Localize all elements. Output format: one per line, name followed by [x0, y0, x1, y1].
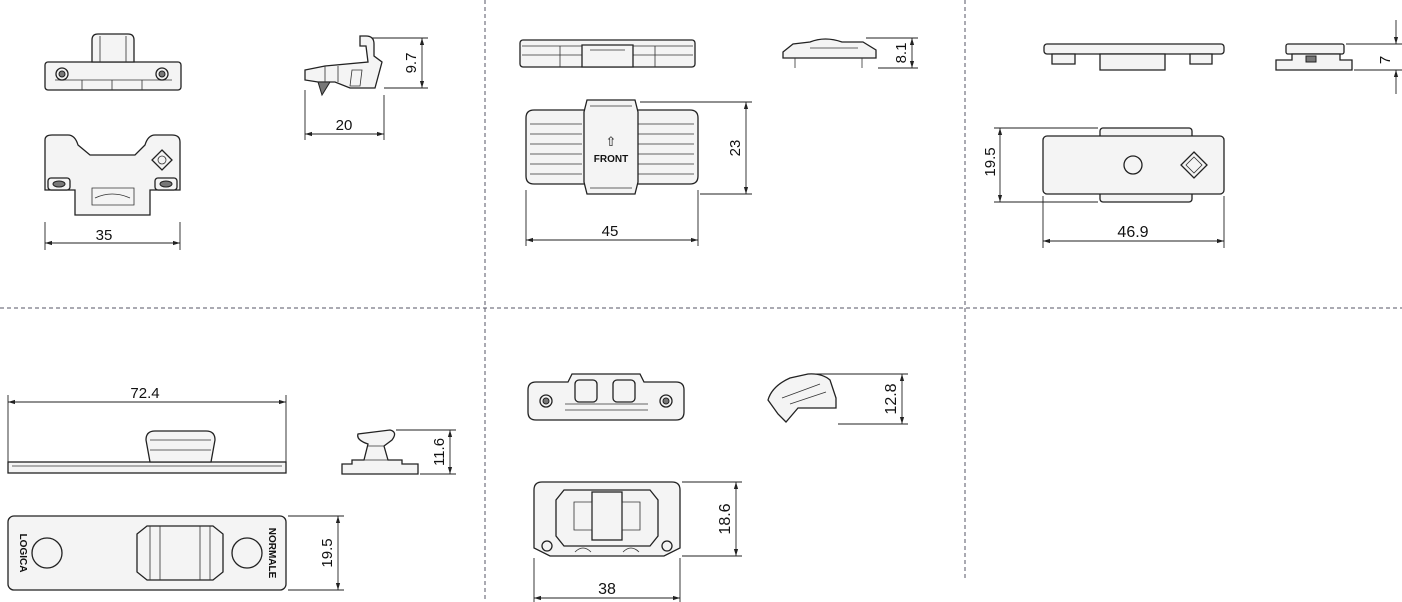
part-top-view: LOGICA NORMALE [7, 515, 287, 591]
part-top-view [44, 134, 181, 216]
logica-marking: LOGICA [17, 534, 28, 573]
panel-5: 12.8 38 18.6 [527, 373, 908, 602]
dimension-label: 46.9 [1117, 224, 1148, 241]
dimension-label: 19.5 [319, 538, 336, 567]
part-top-view [533, 481, 681, 557]
part-side-view [304, 35, 383, 97]
dimension-label: 18.6 [717, 503, 734, 534]
dimension-label: 7 [1377, 56, 1394, 64]
arrow-marking: ⇧ [606, 134, 617, 149]
dimension-label: 11.6 [431, 438, 448, 466]
part-side-view [782, 38, 877, 68]
dimension-label: 9.7 [403, 53, 420, 74]
dimension-20: 20 [304, 90, 385, 140]
dimension-46.9: 46.9 [1042, 196, 1225, 248]
part-side-view [1275, 43, 1353, 71]
part-side-view [341, 429, 419, 475]
dimension-11.6: 11.6 [396, 429, 456, 475]
panel-3: 7 46.9 19.5 [982, 20, 1402, 248]
dimension-label: 20 [336, 117, 353, 134]
dimension-label: 12.8 [883, 383, 900, 414]
part-front-view [44, 33, 182, 91]
panel-2: 8.1 ⇧ FRONT 45 23 [519, 37, 918, 246]
part-front-view [527, 373, 685, 421]
dimension-18.6: 18.6 [682, 481, 742, 557]
dimension-19.5: 19.5 [288, 515, 344, 591]
dimension-label: 23 [727, 140, 744, 157]
dimension-9.7: 9.7 [372, 37, 428, 89]
dimension-72.4: 72.4 [7, 385, 287, 462]
dimension-8.1: 8.1 [866, 37, 918, 69]
part-front-view [519, 39, 696, 68]
normale-marking: NORMALE [266, 528, 277, 579]
dimension-7: 7 [1346, 20, 1402, 94]
part-front-view [1043, 43, 1225, 71]
dimension-label: 35 [96, 227, 113, 244]
dimension-19.5: 19.5 [982, 127, 1098, 203]
part-top-view: ⇧ FRONT [525, 99, 699, 195]
dimension-45: 45 [525, 190, 699, 246]
dimension-12.8: 12.8 [810, 373, 908, 425]
dimension-label: 8.1 [893, 43, 910, 64]
part-front-view [7, 430, 287, 474]
panel-1: 35 20 9.7 [44, 33, 428, 250]
dimension-label: 19.5 [982, 147, 999, 176]
dimension-label: 38 [598, 581, 616, 598]
part-side-view [767, 373, 837, 423]
panel-4: 72.4 11.6 LOGICA NORMALE [7, 385, 456, 591]
dimension-23: 23 [640, 101, 752, 195]
part-top-view [1042, 127, 1225, 203]
dimension-label: 45 [602, 223, 619, 240]
dimension-label: 72.4 [130, 385, 159, 402]
dimension-38: 38 [533, 558, 681, 602]
front-marking: FRONT [594, 154, 628, 165]
dimension-35: 35 [44, 222, 181, 250]
